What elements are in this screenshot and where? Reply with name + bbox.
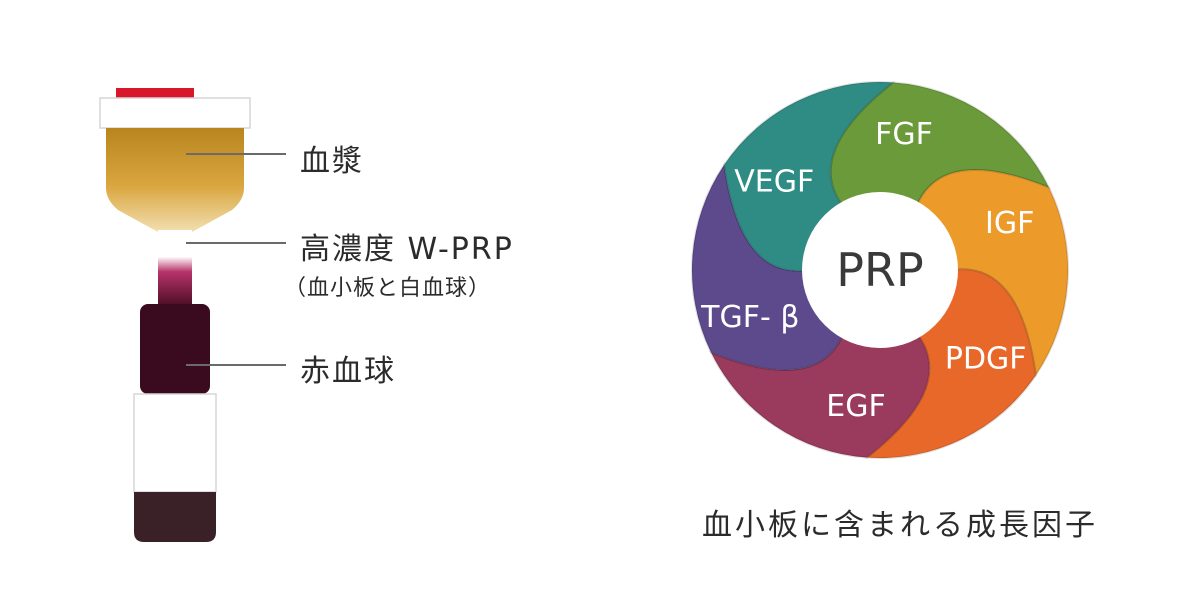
plasma-label: 血漿: [300, 136, 364, 180]
plasma-leader-line: [186, 153, 286, 155]
tube-bottom: [134, 492, 216, 542]
tube-label-area: [134, 394, 216, 492]
segment-label-tgf: TGF- β: [700, 300, 799, 335]
wprp-label: 高濃度 W-PRP: [300, 224, 514, 268]
segment-label-vegf: VEGF: [734, 164, 814, 199]
segment-label-igf: IGF: [985, 206, 1034, 241]
wprp-leader-line: [186, 242, 286, 244]
rbc-label: 赤血球: [300, 346, 396, 390]
segment-label-fgf: FGF: [875, 117, 933, 152]
rbc-leader-line: [186, 364, 286, 366]
rbc-layer: [140, 304, 210, 394]
segment-label-egf: EGF: [826, 389, 885, 424]
prp-center-label: PRP: [836, 243, 923, 297]
tube-lid: [100, 98, 250, 128]
wprp-sub-label: （血小板と白血球）: [284, 270, 491, 302]
caption: 血小板に含まれる成長因子: [650, 500, 1150, 544]
plasma-layer: [106, 128, 244, 232]
tube-cap: [116, 88, 194, 98]
segment-label-pdgf: PDGF: [945, 342, 1027, 377]
